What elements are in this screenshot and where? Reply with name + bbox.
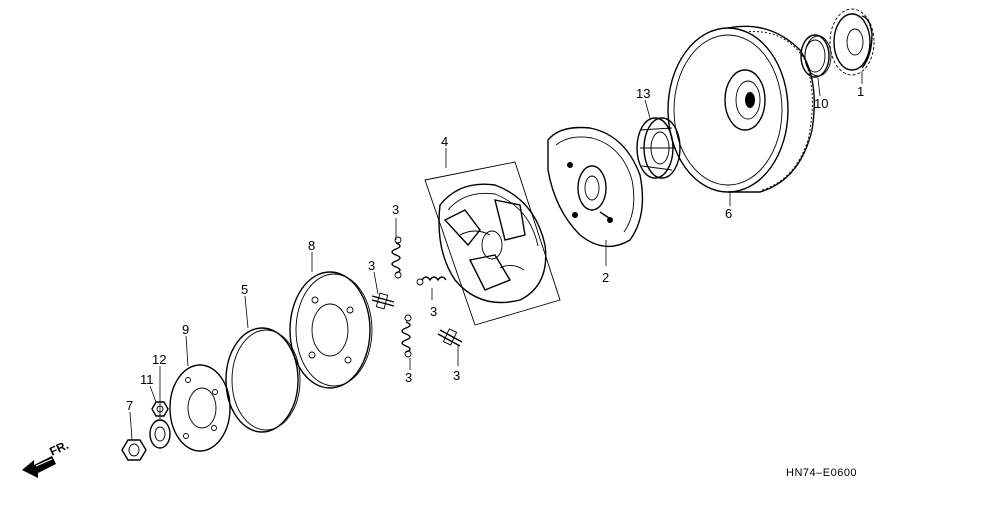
part-3-spring-middle	[416, 276, 447, 286]
part-3-pin-left	[371, 292, 395, 310]
direction-label: FR.	[47, 438, 70, 459]
callout-13: 13	[636, 86, 650, 101]
diagram-code: HN74–E0600	[786, 467, 857, 479]
leader-lines	[129, 72, 863, 441]
callout-9: 9	[182, 322, 189, 337]
part-3-pin-right	[437, 328, 463, 347]
part-6-clutch-drum	[667, 25, 815, 193]
part-12-washer	[149, 419, 171, 449]
direction-arrow-icon	[22, 456, 56, 478]
callout-4: 4	[441, 134, 448, 149]
callout-10: 10	[814, 96, 828, 111]
part-10-ring	[800, 34, 832, 78]
callout-3c: 3	[430, 304, 437, 319]
part-8-plate	[289, 271, 373, 389]
callout-6: 6	[725, 206, 732, 221]
callout-3d: 3	[405, 370, 412, 385]
part-7-nut	[121, 439, 147, 461]
part-2-drive-plate	[547, 126, 644, 248]
callout-3e: 3	[453, 368, 460, 383]
callout-8: 8	[308, 238, 315, 253]
part-4-clutch-assembly	[424, 161, 561, 326]
callout-12: 12	[152, 352, 166, 367]
part-5-ring	[225, 327, 301, 433]
callout-3b: 3	[368, 258, 375, 273]
callout-7: 7	[126, 398, 133, 413]
part-1-drive-gear	[829, 8, 875, 76]
front-direction-indicator: FR.	[22, 438, 71, 478]
callout-labels: 1 10 6 13 2 4 3 3 3 3 3 8 5 9 12 11 7	[126, 84, 864, 413]
part-3-spring-lower	[401, 314, 412, 358]
part-9-plate	[169, 364, 231, 452]
callout-3a: 3	[392, 202, 399, 217]
callout-1: 1	[857, 84, 864, 99]
callout-11: 11	[140, 372, 154, 387]
part-13-one-way-clutch	[636, 117, 681, 179]
callout-2: 2	[602, 270, 609, 285]
part-3-spring-upper	[391, 236, 402, 279]
callout-5: 5	[241, 282, 248, 297]
